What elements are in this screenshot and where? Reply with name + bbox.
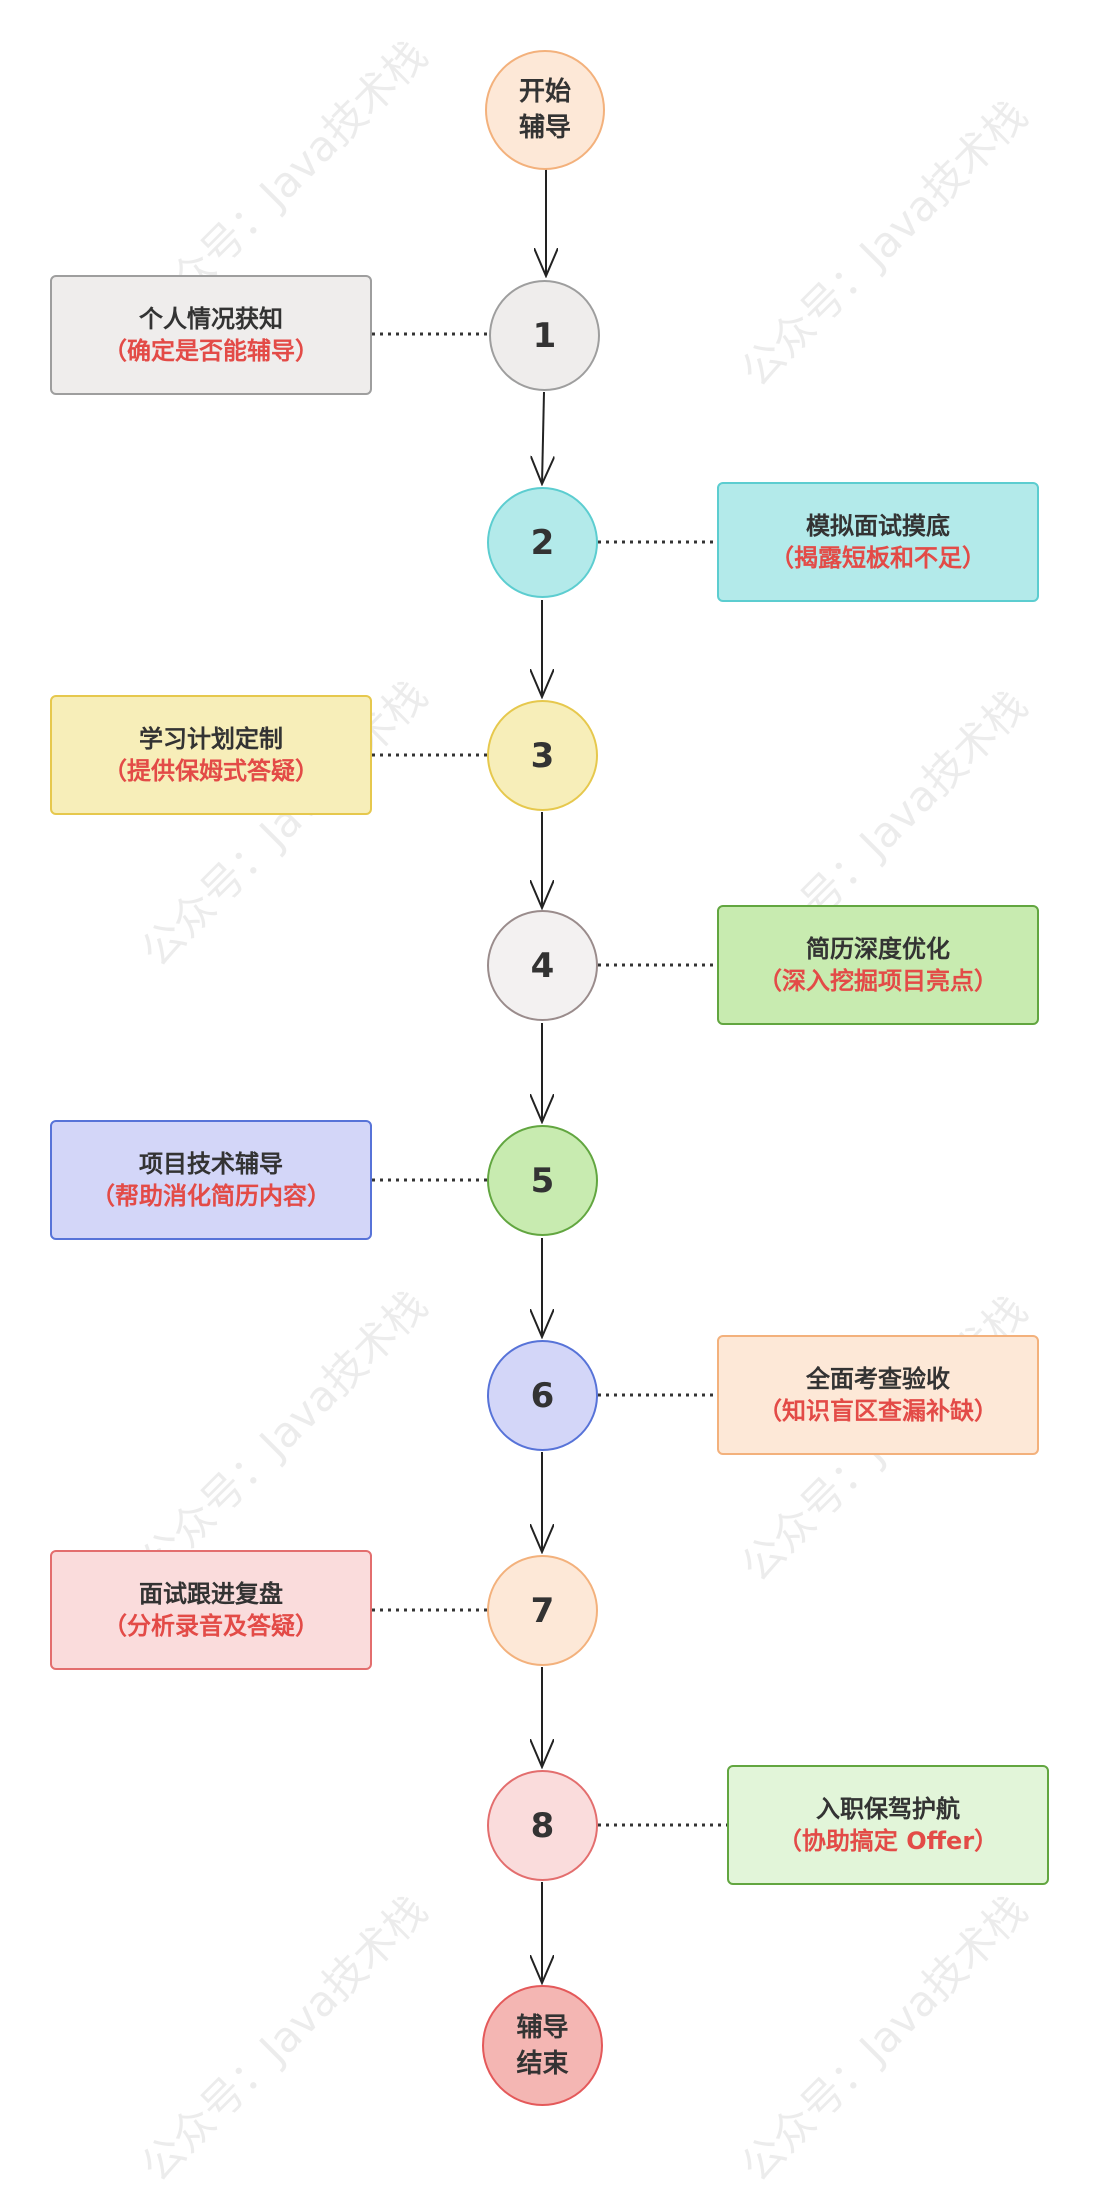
step-title: 模拟面试摸底 — [806, 512, 950, 540]
start-node: 开始 辅导 — [485, 50, 605, 170]
step-box-5: 项目技术辅导 （帮助消化简历内容） — [50, 1120, 372, 1240]
step-detail: （深入挖掘项目亮点） — [758, 967, 998, 995]
step-node-3: 3 — [487, 700, 598, 811]
step-box-4: 简历深度优化 （深入挖掘项目亮点） — [717, 905, 1039, 1025]
step-detail: （提供保姆式答疑） — [103, 757, 319, 785]
step-detail: （协助搞定 Offer） — [777, 1827, 999, 1855]
end-label-line2: 结束 — [516, 2048, 569, 2079]
step-box-1: 个人情况获知 （确定是否能辅导） — [50, 275, 372, 395]
step-node-6: 6 — [487, 1340, 598, 1451]
step-node-1: 1 — [489, 280, 600, 391]
step-number: 3 — [530, 735, 555, 776]
arrow-1-to-2 — [542, 391, 544, 484]
step-number: 1 — [532, 315, 557, 356]
step-node-8: 8 — [487, 1770, 598, 1881]
dotted-links — [372, 332, 727, 1827]
flow-arrows — [542, 168, 546, 1983]
step-title: 项目技术辅导 — [139, 1150, 283, 1178]
step-box-3: 学习计划定制 （提供保姆式答疑） — [50, 695, 372, 815]
step-node-5: 5 — [487, 1125, 598, 1236]
step-title: 简历深度优化 — [806, 935, 950, 963]
step-node-4: 4 — [487, 910, 598, 1021]
step-box-6: 全面考查验收 （知识盲区查漏补缺） — [717, 1335, 1039, 1455]
step-box-8: 入职保驾护航 （协助搞定 Offer） — [727, 1765, 1049, 1885]
step-number: 8 — [530, 1805, 555, 1846]
step-detail: （分析录音及答疑） — [103, 1612, 319, 1640]
step-title: 个人情况获知 — [139, 305, 283, 333]
end-label-line1: 辅导 — [516, 2012, 569, 2043]
step-box-2: 模拟面试摸底 （揭露短板和不足） — [717, 482, 1039, 602]
step-number: 6 — [530, 1375, 555, 1416]
step-number: 7 — [530, 1590, 555, 1631]
step-node-2: 2 — [487, 487, 598, 598]
step-number: 4 — [530, 945, 555, 986]
step-title: 学习计划定制 — [139, 725, 283, 753]
step-detail: （知识盲区查漏补缺） — [758, 1397, 998, 1425]
start-label-line2: 辅导 — [518, 113, 571, 143]
step-number: 2 — [530, 522, 555, 563]
start-label-line1: 开始 — [518, 77, 571, 107]
step-title: 面试跟进复盘 — [139, 1580, 283, 1608]
step-detail: （确定是否能辅导） — [103, 337, 319, 365]
step-detail: （帮助消化简历内容） — [91, 1182, 331, 1210]
step-node-7: 7 — [487, 1555, 598, 1666]
step-title: 全面考查验收 — [806, 1365, 950, 1393]
step-box-7: 面试跟进复盘 （分析录音及答疑） — [50, 1550, 372, 1670]
step-number: 5 — [530, 1160, 555, 1201]
step-title: 入职保驾护航 — [816, 1795, 960, 1823]
end-node: 辅导 结束 — [482, 1985, 603, 2106]
step-detail: （揭露短板和不足） — [770, 544, 986, 572]
